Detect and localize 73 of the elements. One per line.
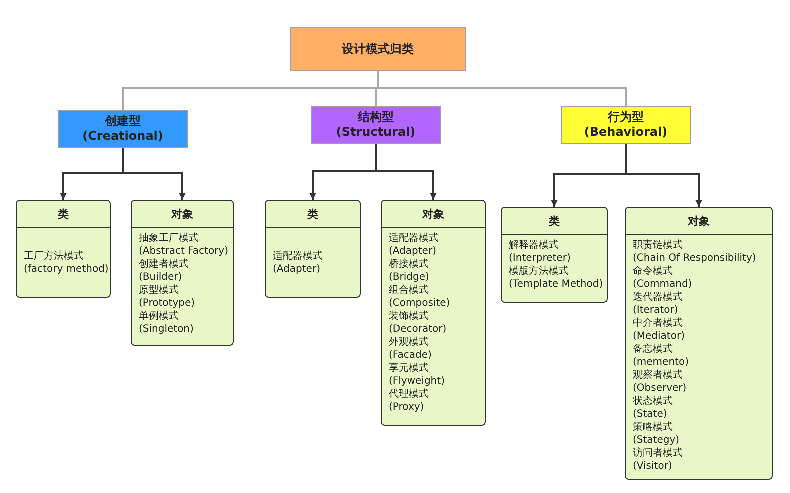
pattern-name: (Bridge) xyxy=(389,271,430,284)
pattern-name: 创建者模式 xyxy=(139,258,190,271)
pattern-name: 享元模式 xyxy=(389,362,430,375)
pattern-name: 观察者模式 xyxy=(633,369,684,382)
pattern-name: 组合模式 xyxy=(389,284,430,297)
pattern-name: (Builder) xyxy=(139,271,184,284)
pattern-name: 状态模式 xyxy=(633,395,674,408)
pattern-name: 代理模式 xyxy=(389,388,430,401)
pattern-name: (Adapter) xyxy=(273,263,322,276)
pattern-name: 外观模式 xyxy=(389,336,430,349)
pattern-name: 适配器模式 xyxy=(273,250,324,263)
pattern-name: (Visitor) xyxy=(633,460,674,473)
group-header: 对象 xyxy=(132,201,233,228)
group-header: 类 xyxy=(17,201,110,228)
pattern-name: (Prototype) xyxy=(139,297,196,310)
pattern-name: 模版方法模式 xyxy=(509,265,570,278)
group-header: 类 xyxy=(502,208,607,235)
pattern-name: 解释器模式 xyxy=(509,239,560,252)
root-box xyxy=(290,27,466,71)
pattern-name: (Singleton) xyxy=(139,323,195,336)
pattern-name: (Facade) xyxy=(389,349,433,362)
pattern-name: 迭代器模式 xyxy=(633,291,684,304)
pattern-name: (Stategy) xyxy=(633,434,681,447)
category-label: 行为型 xyxy=(608,110,644,125)
category-box xyxy=(311,106,441,144)
pattern-name: 单例模式 xyxy=(139,310,180,323)
group-header: 类 xyxy=(266,201,360,228)
pattern-name: 职责链模式 xyxy=(633,239,684,252)
root-title: 设计模式归类 xyxy=(342,42,414,56)
pattern-name: (Proxy) xyxy=(389,401,426,414)
pattern-name: (Command) xyxy=(633,278,694,291)
pattern-name: (Decorator) xyxy=(389,323,448,336)
group-header: 对象 xyxy=(382,201,485,228)
pattern-name: (Template Method) xyxy=(509,278,604,291)
category-label: (Creational) xyxy=(82,129,164,144)
category-label: 结构型 xyxy=(358,110,394,125)
pattern-name: (State) xyxy=(633,408,668,421)
category-label: (Structural) xyxy=(336,125,416,140)
connector-arrow xyxy=(375,144,437,200)
pattern-name: 中介者模式 xyxy=(633,317,684,330)
pattern-name: 适配器模式 xyxy=(389,232,440,245)
pattern-name: (Observer) xyxy=(633,382,688,395)
pattern-group-box xyxy=(625,207,773,480)
category-box xyxy=(561,106,691,144)
pattern-name: (Interpreter) xyxy=(509,252,572,265)
pattern-name: (factory method) xyxy=(24,263,110,276)
pattern-name: 备忘模式 xyxy=(633,343,674,356)
pattern-name: 访问者模式 xyxy=(633,447,684,460)
pattern-group-box xyxy=(16,200,111,298)
pattern-name: (Flyweight) xyxy=(389,375,446,388)
pattern-name: (Mediator) xyxy=(633,330,686,343)
pattern-group-box xyxy=(381,200,486,426)
pattern-name: (Iterator) xyxy=(633,304,680,317)
pattern-name: 工厂方法模式 xyxy=(24,250,85,263)
pattern-group-box xyxy=(501,207,608,303)
pattern-name: (Chain Of Responsibility) xyxy=(633,252,758,265)
pattern-name: 抽象工厂模式 xyxy=(139,232,200,245)
category-box xyxy=(58,110,188,148)
pattern-name: 命令模式 xyxy=(633,265,674,278)
connector-arrow xyxy=(625,144,702,207)
pattern-name: (Abstract Factory) xyxy=(139,245,230,258)
pattern-name: 策略模式 xyxy=(633,421,674,434)
pattern-name: 装饰模式 xyxy=(389,310,430,323)
category-label: (Behavioral) xyxy=(584,125,668,140)
pattern-name: 原型模式 xyxy=(139,284,180,297)
pattern-group-box xyxy=(131,200,234,346)
pattern-name: (memento) xyxy=(633,356,690,369)
pattern-group-box xyxy=(265,200,361,298)
pattern-name: (Adapter) xyxy=(389,245,438,258)
pattern-name: (Composite) xyxy=(389,297,452,310)
pattern-name: 桥接模式 xyxy=(389,258,430,271)
category-label: 创建型 xyxy=(105,114,141,129)
group-header: 对象 xyxy=(626,208,772,235)
